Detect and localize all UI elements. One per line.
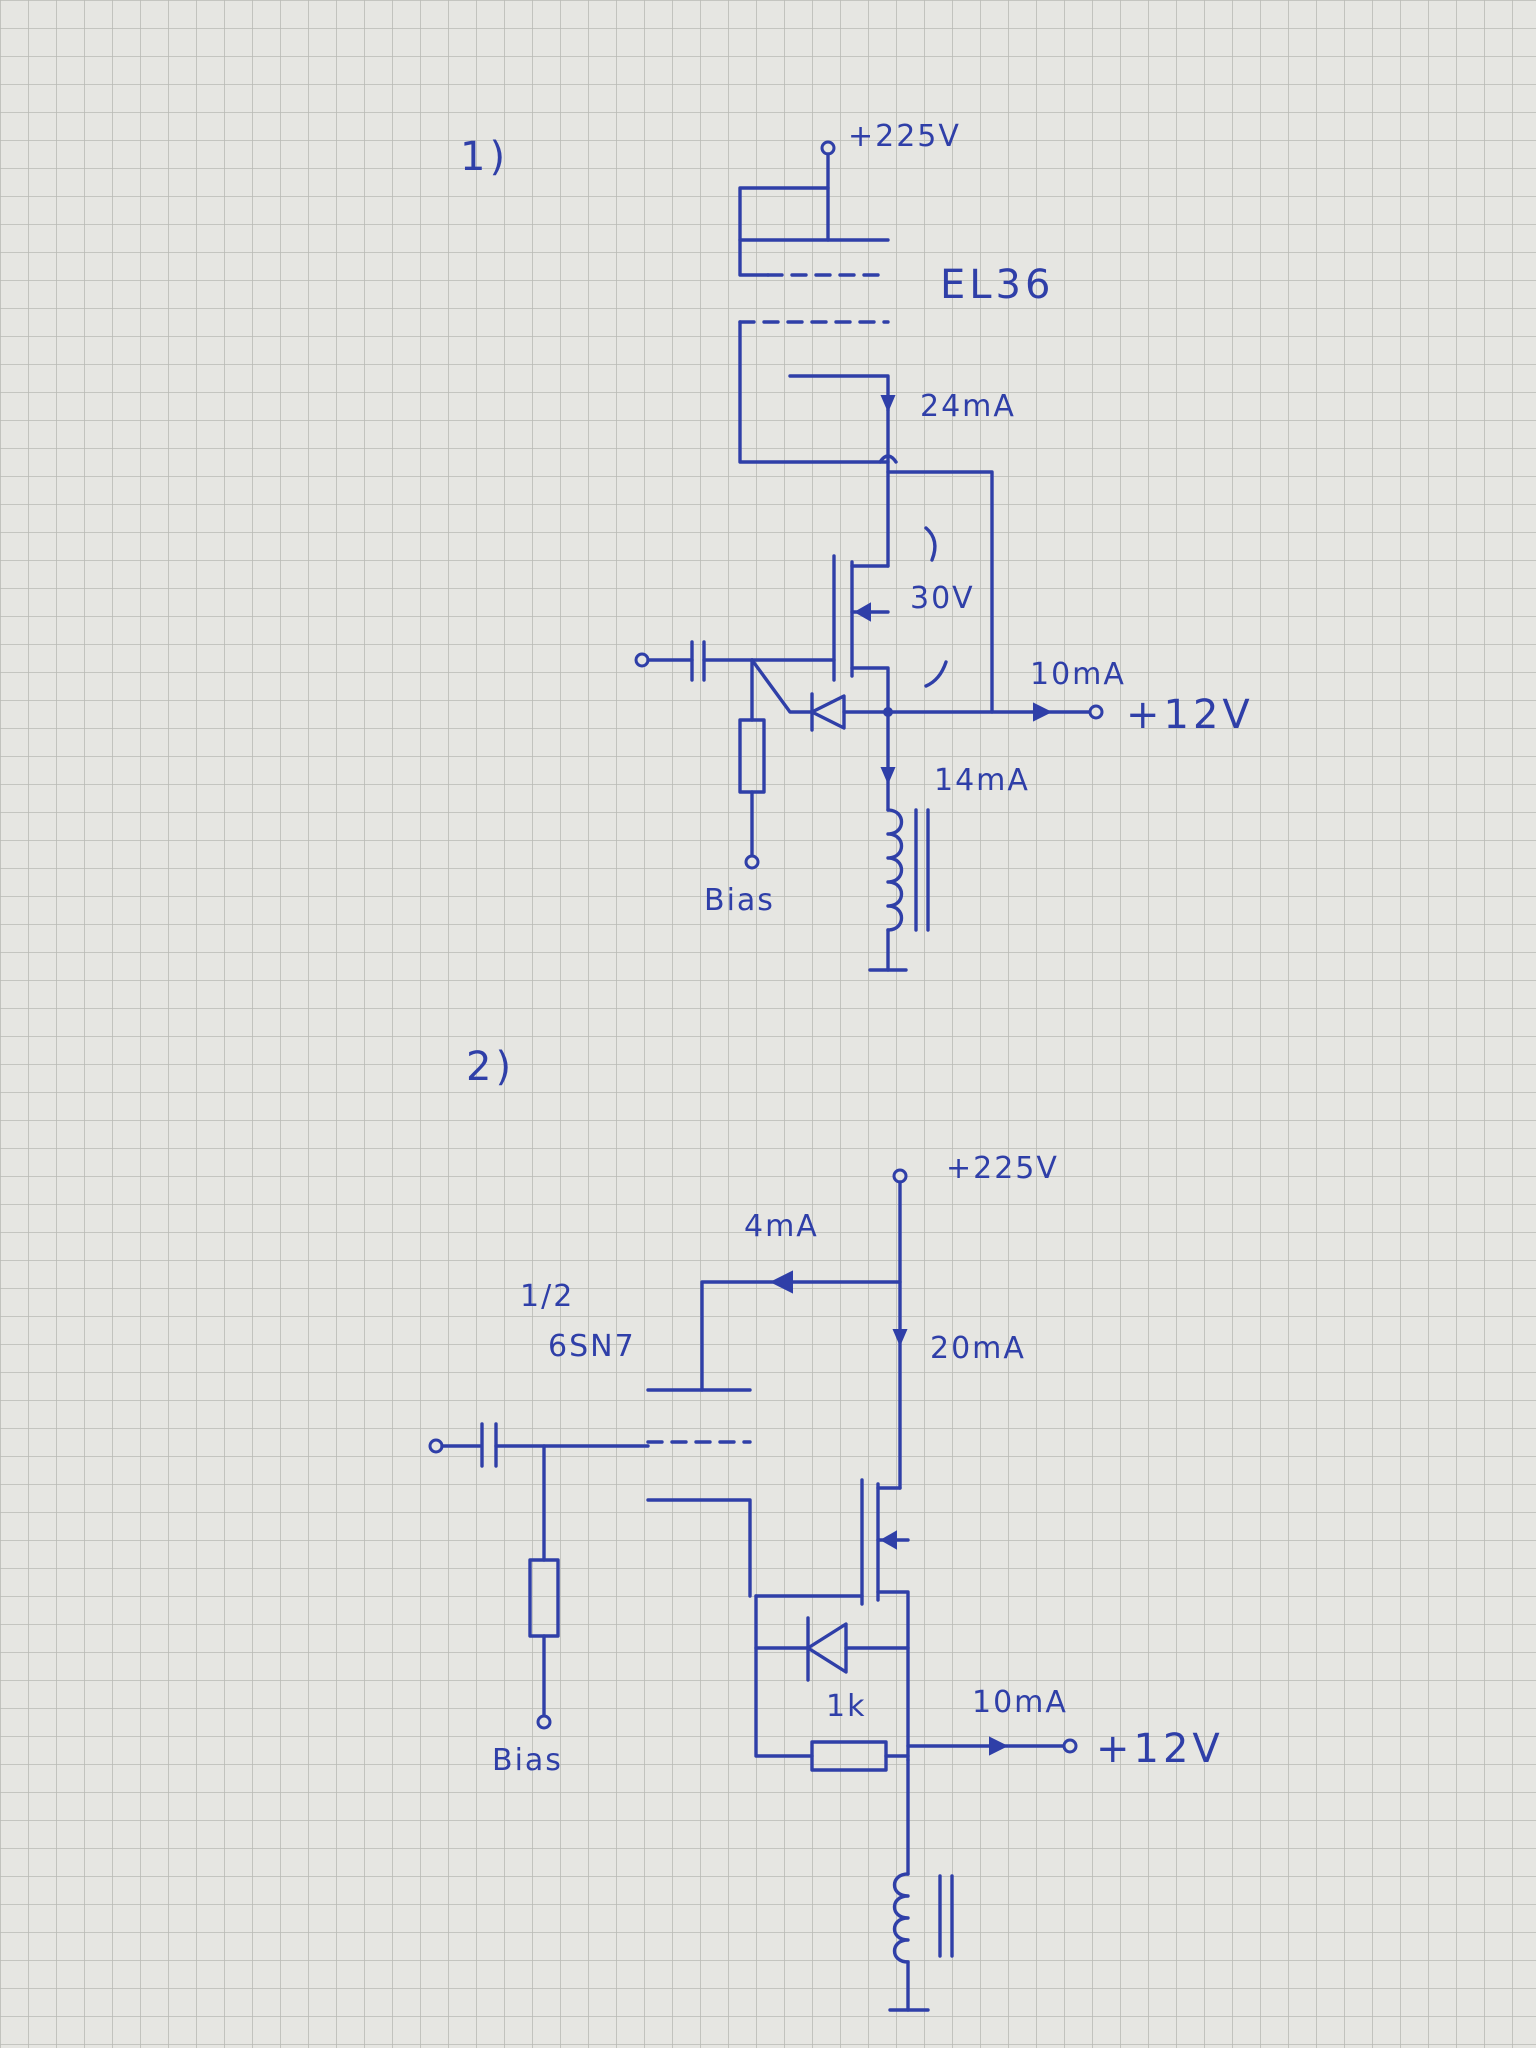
- supply-terminal-1: [820, 140, 836, 156]
- current-arrow-4ma: [769, 1270, 793, 1294]
- rail-label-1: +12V: [1126, 692, 1254, 738]
- current-label-20ma: 20mA: [930, 1331, 1026, 1366]
- supply-terminal-2: [892, 1168, 908, 1184]
- bypass-wire-1: [886, 470, 994, 714]
- output-terminal-1: [1088, 704, 1104, 720]
- mosfet2-arrow: [879, 1530, 897, 1550]
- mosfet-1: [750, 554, 890, 714]
- crossover-hop-1: [878, 454, 898, 464]
- bias-terminal-1: [744, 854, 760, 870]
- output-terminal-2: [1062, 1738, 1078, 1754]
- current-label-14ma: 14mA: [934, 763, 1030, 798]
- bias-label-1: Bias: [704, 883, 775, 918]
- bias-label-2: Bias: [492, 1743, 563, 1778]
- voltage-bracket-top: [924, 526, 937, 562]
- current-label-4ma: 4mA: [744, 1209, 819, 1244]
- bias-terminal-2: [536, 1714, 552, 1730]
- output-arrow-1: [1033, 702, 1053, 722]
- circuit-1: 1) +225V EL36 24mA: [460, 119, 1254, 972]
- supply-label-2: +225V: [946, 1151, 1059, 1186]
- output-arrow-2: [989, 1736, 1009, 1756]
- tube-label-2b: 6SN7: [548, 1329, 636, 1364]
- supply-label-1: +225V: [848, 119, 961, 154]
- current-label-10ma-1: 10mA: [1030, 657, 1126, 692]
- circuit-2-number: 2): [466, 1044, 515, 1090]
- current-arrow-24ma: [880, 395, 896, 413]
- el36-tube: [738, 186, 890, 464]
- inductor-2: [892, 1872, 910, 1964]
- mosfet-2: [860, 1478, 910, 1762]
- current-arrow-20ma: [892, 1329, 908, 1347]
- voltage-label-30v: 30V: [910, 581, 975, 616]
- circuit-1-number: 1): [460, 134, 509, 180]
- mosfet-source: [850, 666, 890, 714]
- tube-left-loop: [738, 186, 830, 277]
- triode-cathode: [646, 1498, 752, 1598]
- current-label-10ma-2: 10mA: [972, 1685, 1068, 1720]
- mosfet2-source: [876, 1590, 910, 1762]
- tube-label-2a: 1/2: [520, 1279, 574, 1314]
- tube-label-1: EL36: [940, 262, 1054, 308]
- rail-label-2: +12V: [1096, 1726, 1224, 1772]
- current-label-24ma: 24mA: [920, 389, 1016, 424]
- tube-screen-loop: [738, 320, 890, 464]
- inductor-1: [886, 808, 904, 932]
- current-arrow-14ma: [880, 767, 896, 785]
- triode-anode-wire: [700, 1280, 902, 1392]
- input-terminal-1: [634, 652, 650, 668]
- gate-to-zener-wire: [750, 658, 814, 714]
- input-terminal-2: [428, 1438, 444, 1454]
- mosfet-arrow: [853, 602, 871, 622]
- resistor-label-1k: 1k: [826, 1689, 866, 1724]
- circuit-2: 2) +225V 4mA 20mA 1/2 6SN7 Bias: [428, 1044, 1224, 2012]
- voltage-bracket-bottom: [924, 660, 948, 688]
